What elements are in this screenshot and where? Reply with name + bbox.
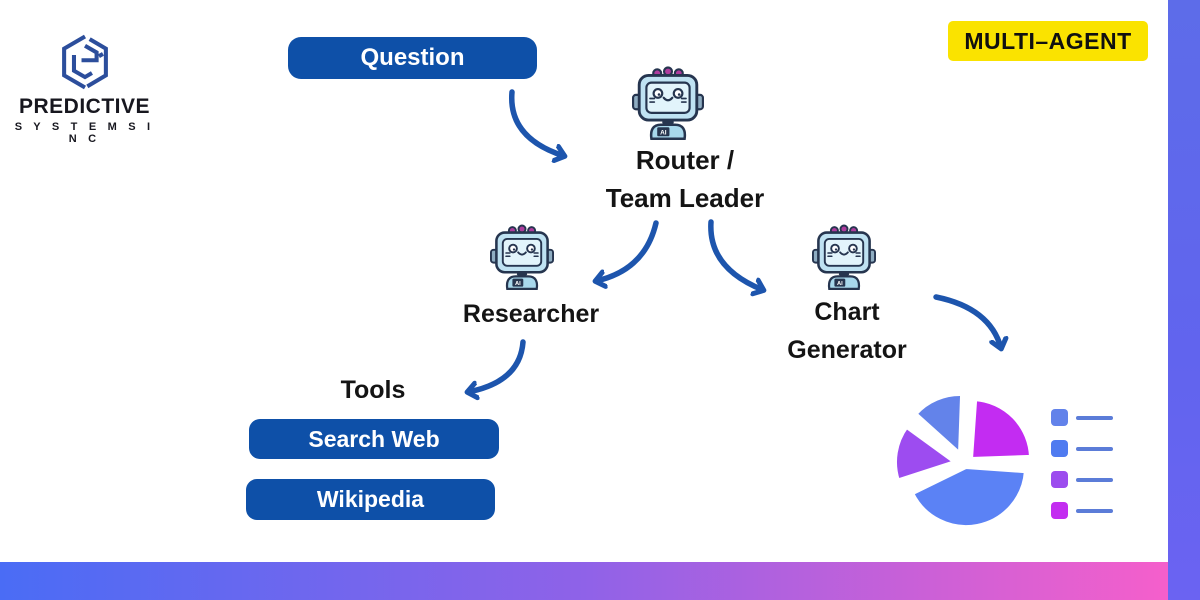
brand-subtitle: S Y S T E M S I N C <box>14 121 155 145</box>
tool-wikipedia: Wikipedia <box>246 479 495 520</box>
legend-swatch-right <box>1051 502 1068 519</box>
router-label: Router / Team Leader <box>560 141 810 217</box>
researcher-robot-icon <box>490 224 554 291</box>
hexagon-logo-icon <box>61 34 108 90</box>
tool-search-web: Search Web <box>249 419 499 459</box>
chart-generator-label: Chart Generator <box>722 293 972 369</box>
arrow-question-to-router <box>509 89 564 156</box>
pie-slice-bottom <box>910 465 1028 529</box>
legend-line <box>1076 477 1113 482</box>
router-robot-icon <box>632 66 704 141</box>
chart-generator-label-line1: Chart <box>814 298 880 326</box>
legend-line <box>1076 446 1113 451</box>
legend-line <box>1076 508 1113 513</box>
pie-slice-top <box>913 391 965 456</box>
legend-row <box>1051 409 1113 426</box>
legend-swatch-bottom <box>1051 440 1068 457</box>
legend-swatch-top <box>1051 409 1068 426</box>
chart-generator-robot-icon <box>812 224 876 291</box>
arrow-router-to-researcher <box>596 220 659 281</box>
legend-row <box>1051 471 1113 488</box>
multi-agent-badge: MULTI–AGENT <box>948 21 1148 61</box>
bottom-gradient-bar <box>0 562 1168 600</box>
router-label-line1: Router / <box>635 145 735 175</box>
chart-generator-label-line2: Generator <box>787 336 907 364</box>
pie-chart-icon <box>893 391 1033 529</box>
legend-row <box>1051 440 1113 457</box>
brand-logo: PREDICTIVE S Y S T E M S I N C <box>12 33 157 145</box>
arrow-router-to-chartgen <box>708 219 763 290</box>
pie-slice-left <box>893 424 957 483</box>
brand-name: PREDICTIVE <box>18 95 151 118</box>
arrow-researcher-to-tools <box>468 339 526 392</box>
pie-slice-right <box>969 397 1033 461</box>
right-gradient-bar <box>1168 0 1200 600</box>
pie-legend <box>1051 409 1113 533</box>
legend-swatch-left <box>1051 471 1068 488</box>
researcher-label: Researcher <box>462 300 600 328</box>
legend-line <box>1076 415 1113 420</box>
tools-heading: Tools <box>340 376 406 404</box>
question-node: Question <box>288 37 537 79</box>
router-label-line2: Team Leader <box>605 183 765 213</box>
legend-row <box>1051 502 1113 519</box>
